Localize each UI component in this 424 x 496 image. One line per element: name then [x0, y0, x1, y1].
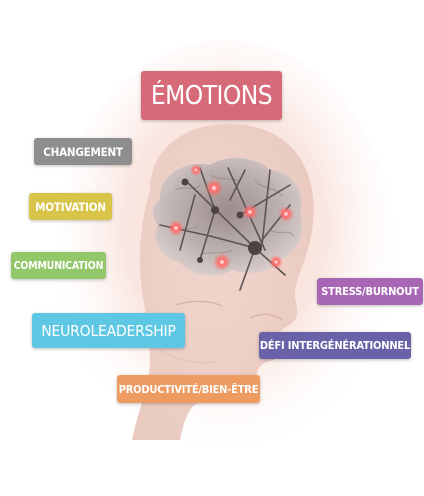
tag-emotions[interactable]: ÉMOTIONS: [141, 71, 282, 120]
tag-productivite-bien-etre[interactable]: PRODUCTIVITÉ/BIEN-ÊTRE: [117, 375, 260, 403]
tag-defi-intergenerationnel[interactable]: DÉFI INTERGÉNÉRATIONNEL: [259, 332, 411, 359]
tag-motivation[interactable]: MOTIVATION: [29, 193, 112, 220]
tag-changement[interactable]: CHANGEMENT: [34, 138, 132, 165]
tag-neuroleadership[interactable]: NEUROLEADERSHIP: [32, 313, 185, 348]
tag-stress-burnout[interactable]: STRESS/BURNOUT: [317, 278, 423, 305]
tag-communication[interactable]: COMMUNICATION: [11, 252, 106, 279]
